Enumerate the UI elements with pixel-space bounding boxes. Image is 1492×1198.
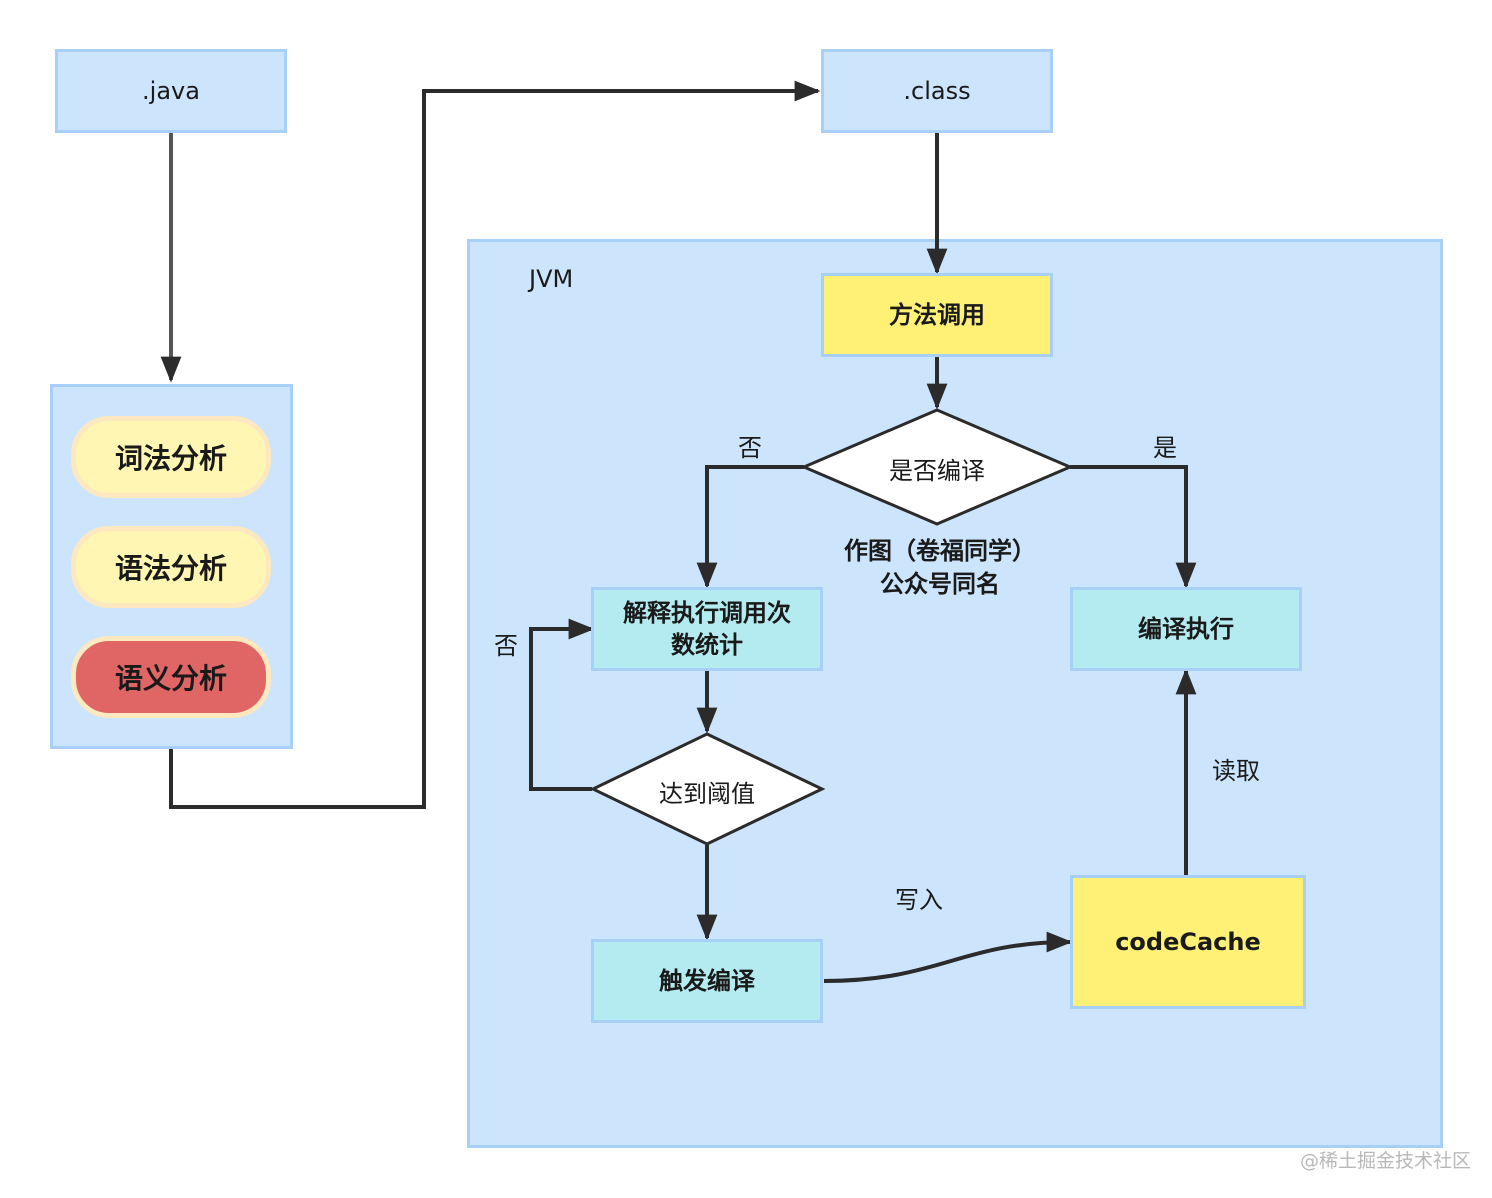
- interpret-count-node: 解释执行调用次 数统计: [591, 587, 823, 671]
- code-cache-node: codeCache: [1070, 875, 1306, 1009]
- trigger-compile-node: 触发编译: [591, 939, 823, 1023]
- trigger-compile-label: 触发编译: [659, 966, 755, 995]
- lexical-analysis-stage: 词法分析: [71, 416, 271, 498]
- compiled-exec-node: 编译执行: [1070, 587, 1302, 671]
- jvm-label: JVM: [529, 265, 574, 293]
- threshold-label: 达到阈值: [659, 780, 755, 808]
- edge-label-read: 读取: [1212, 757, 1260, 785]
- edge-label-no-left: 否: [738, 434, 762, 462]
- class-file-label: .class: [903, 76, 971, 105]
- compiled-exec-label: 编译执行: [1138, 614, 1234, 643]
- interpret-count-label-line1: 解释执行调用次: [623, 598, 791, 627]
- edge-threshold-no-loop: [529, 618, 595, 791]
- author-annotation-line2: 公众号同名: [880, 570, 1000, 598]
- interpret-count-label-line2: 数统计: [671, 631, 743, 659]
- java-file-label: .java: [142, 76, 200, 105]
- edge-check-yes: [1070, 465, 1197, 589]
- syntax-analysis-stage: 语法分析: [71, 526, 271, 608]
- decision-compiled-diamond: [800, 408, 1074, 526]
- compiled-check-label: 是否编译: [889, 457, 985, 485]
- method-call-node: 方法调用: [821, 273, 1053, 357]
- edge-trigger-to-cache: [823, 931, 1073, 983]
- edge-label-write: 写入: [895, 886, 943, 914]
- edge-label-yes-right: 是: [1153, 434, 1177, 462]
- author-annotation-line1: 作图（卷福同学）: [844, 537, 1036, 565]
- class-file-node: .class: [821, 49, 1053, 133]
- semantic-analysis-stage: 语义分析: [71, 636, 271, 718]
- watermark: @稀土掘金技术社区: [1300, 1150, 1472, 1172]
- code-cache-label: codeCache: [1115, 927, 1261, 956]
- lexical-analysis-label: 词法分析: [114, 442, 227, 475]
- semantic-analysis-label: 语义分析: [114, 662, 227, 695]
- decision-threshold-diamond: [589, 732, 826, 846]
- edge-check-no: [696, 465, 804, 589]
- java-file-node: .java: [55, 49, 287, 133]
- method-call-label: 方法调用: [889, 300, 985, 329]
- edge-label-no-loop: 否: [494, 632, 518, 660]
- author-annotation: 作图（卷福同学） 公众号同名: [800, 535, 1080, 601]
- edge-compiler-to-class: [169, 80, 821, 809]
- syntax-analysis-label: 语法分析: [114, 552, 227, 585]
